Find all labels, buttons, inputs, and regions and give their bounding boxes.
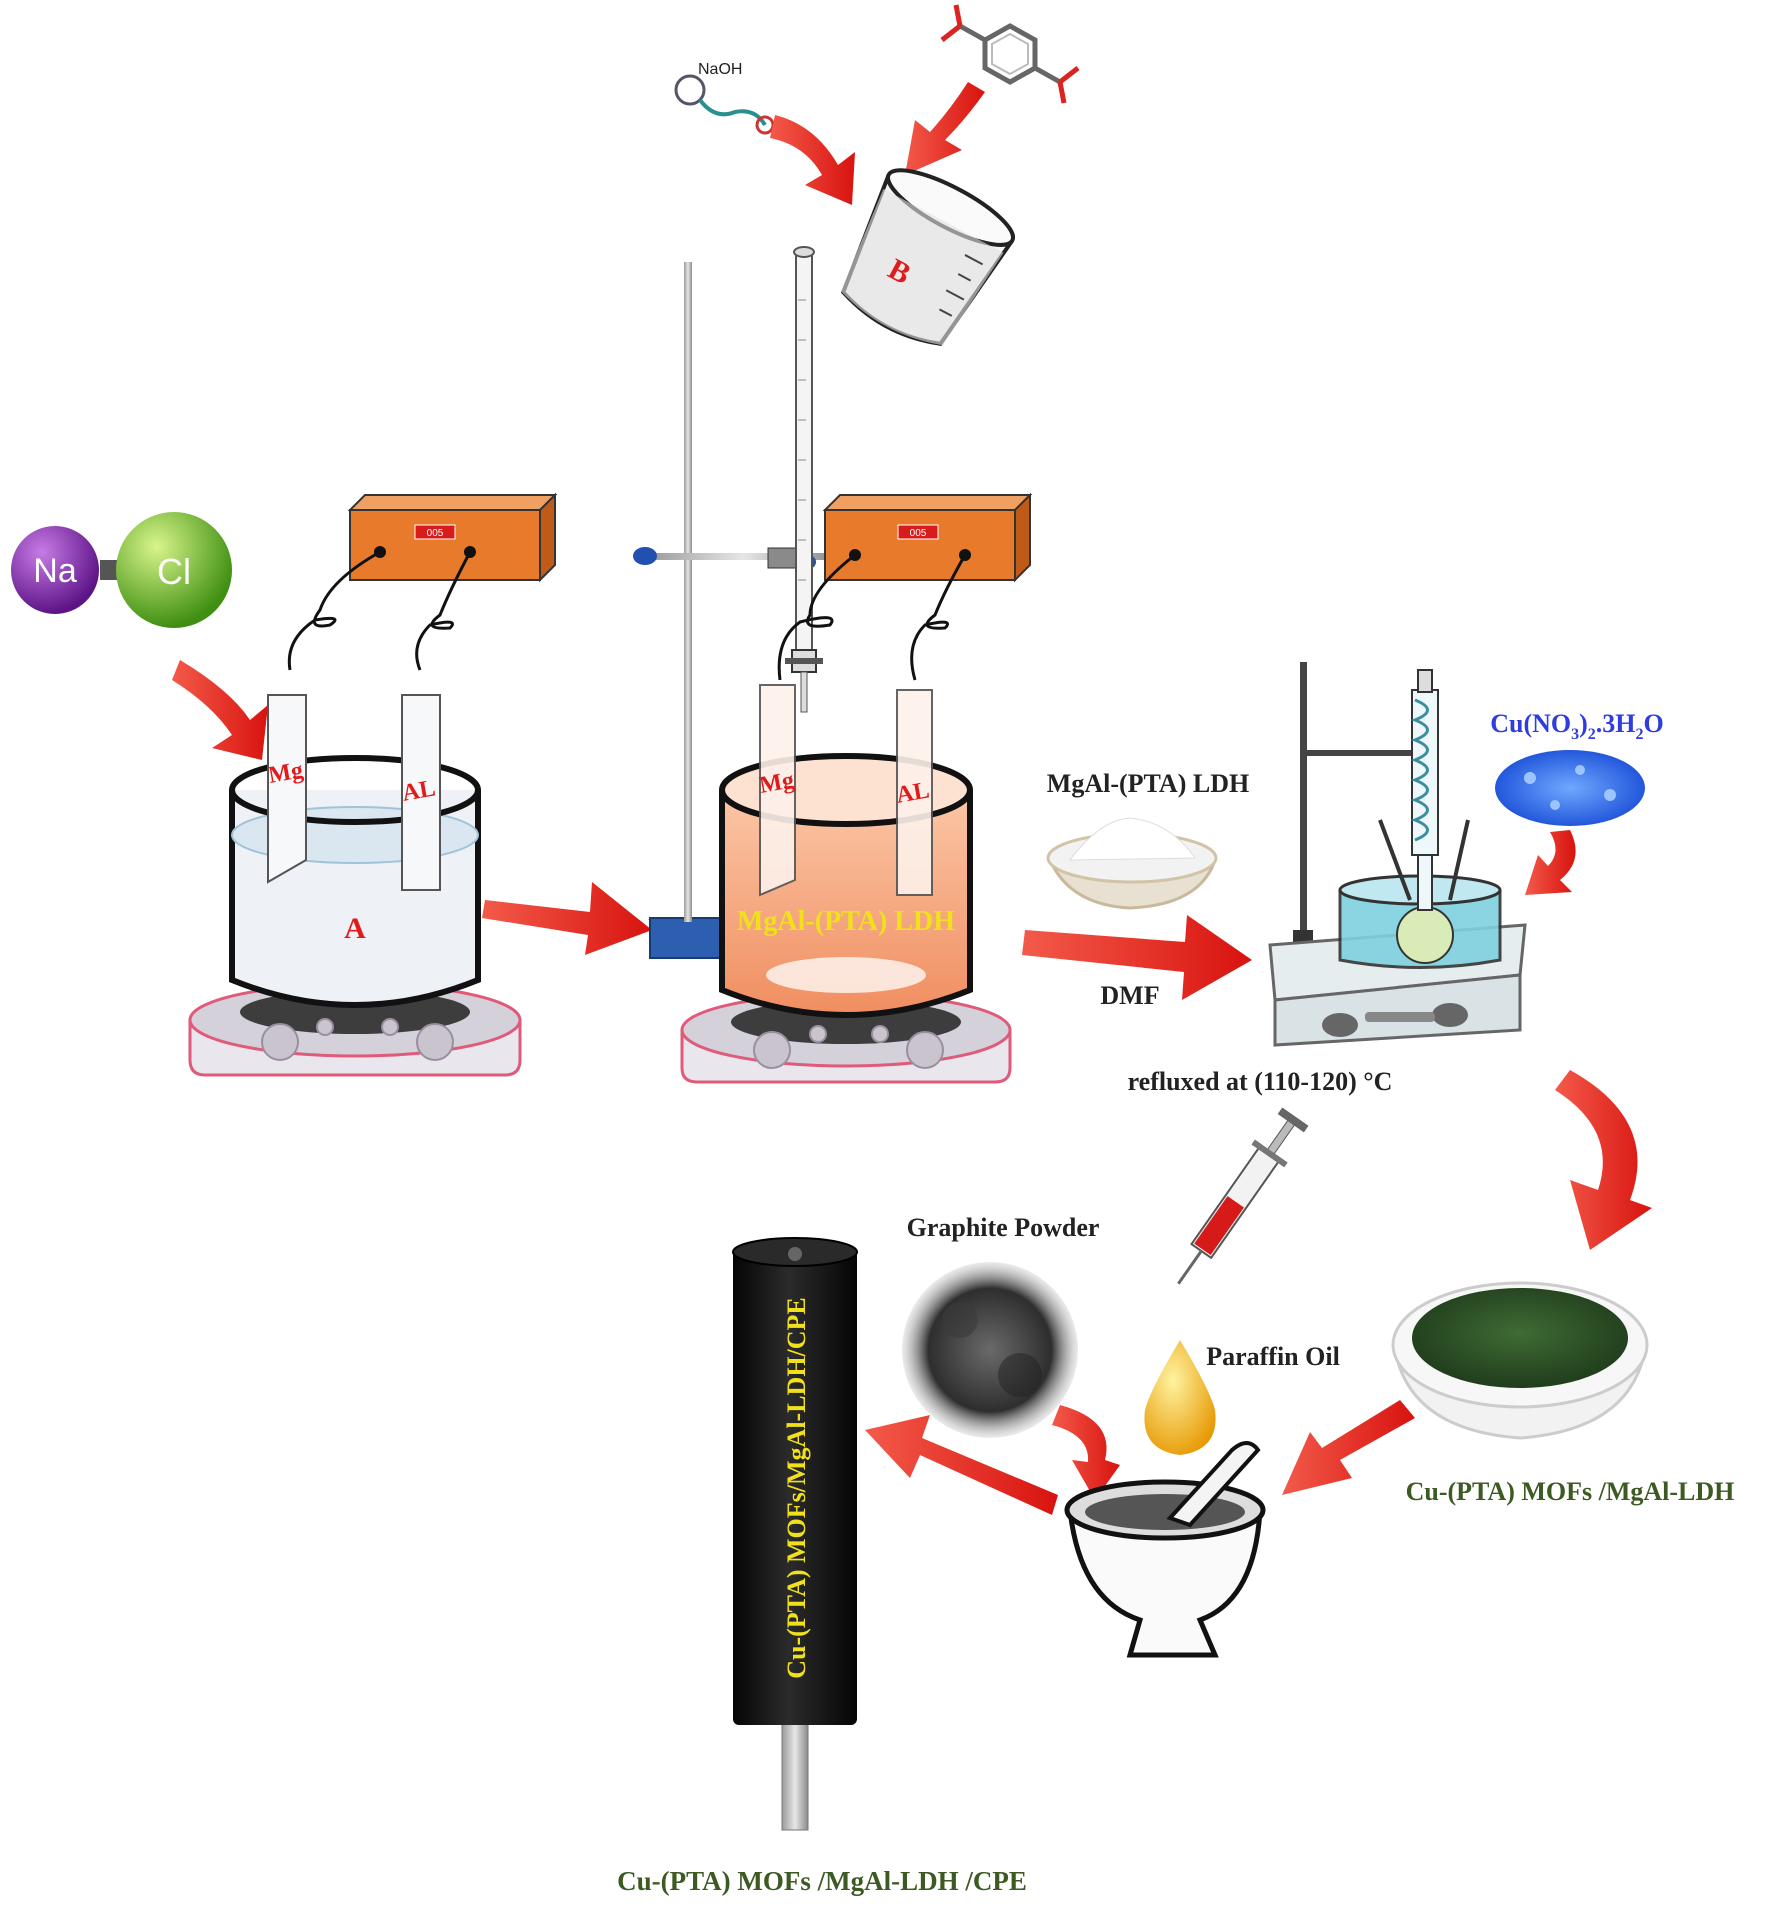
electrode-al-2: AL — [894, 777, 931, 808]
electrode-body-label: Cu-(PTA) MOFs/MgAl-LDH/CPE — [782, 1297, 811, 1679]
electrode-mg-2: Mg — [757, 767, 796, 799]
arrow-mortar-to-electrode — [865, 1415, 1058, 1515]
na-label: Na — [33, 552, 77, 590]
arrow-ldh-to-reflux — [1022, 915, 1252, 1000]
arrow-graphite-to-mortar — [1052, 1405, 1120, 1500]
electrode-al-a: AL — [400, 775, 437, 806]
ldh-powder-bowl — [1046, 817, 1218, 910]
mof-powder-bowl — [1391, 1281, 1649, 1440]
mortar-and-pestle-icon — [1064, 1441, 1266, 1658]
copper-nitrate-crystals-icon — [1495, 750, 1645, 826]
paraffin-label: Paraffin Oil — [1206, 1342, 1340, 1371]
retort-stand — [633, 246, 838, 959]
arrow-a-to-ldh — [482, 882, 652, 955]
arrow-pta-to-b — [905, 82, 985, 175]
final-product-label: Cu-(PTA) MOFs /MgAl-LDH /CPE — [617, 1866, 1027, 1896]
power-supply-a: 005 — [287, 492, 558, 671]
power-supply-2: 005 — [777, 492, 1033, 681]
beaker-b: B — [840, 168, 1016, 346]
cl-label: Cl — [157, 551, 191, 592]
dmf-label: DMF — [1100, 981, 1159, 1010]
graphite-powder-icon — [902, 1262, 1078, 1438]
power-display-a: 005 — [427, 528, 444, 539]
arrow-nacl-to-a — [172, 660, 268, 760]
arrow-mof-to-mortar — [1282, 1400, 1415, 1495]
ldh-powder-label: MgAl-(PTA) LDH — [1047, 769, 1249, 798]
naoh-label: NaOH — [698, 61, 742, 78]
reflux-label: refluxed at (110-120) °C — [1128, 1067, 1393, 1096]
beaker-a: Mg AL A — [229, 694, 481, 1008]
terephthalic-acid-molecule-icon — [940, 4, 1080, 104]
mof-label: Cu-(PTA) MOFs /MgAl-LDH — [1406, 1477, 1735, 1506]
paraffin-oil-drop-icon — [1144, 1340, 1216, 1455]
arrow-reflux-to-mof — [1555, 1070, 1652, 1250]
ldh-in-beaker-label: MgAl-(PTA) LDH — [737, 906, 955, 937]
svg-text:Cu(NO3)2.3H2O: Cu(NO3)2.3H2O — [1490, 709, 1664, 743]
graphite-label: Graphite Powder — [907, 1213, 1100, 1242]
nacl-molecule-icon: Na Cl — [11, 512, 232, 628]
copper-nitrate-label: Cu(NO3)2.3H2O — [1490, 709, 1664, 743]
carbon-paste-electrode: Cu-(PTA) MOFs/MgAl-LDH/CPE — [732, 1237, 858, 1831]
electrode-mg-a: Mg — [266, 757, 305, 789]
beaker-ldh: Mg AL MgAl-(PTA) LDH — [719, 684, 973, 1018]
naoh-molecule-icon: NaOH — [674, 61, 775, 135]
syringe-icon — [1177, 1107, 1309, 1285]
reflux-apparatus — [1268, 662, 1527, 1047]
arrow-naoh-to-b — [770, 115, 855, 205]
beaker-a-label: A — [344, 912, 366, 945]
power-display-2: 005 — [910, 528, 927, 539]
arrow-copper-to-reflux — [1525, 830, 1576, 895]
